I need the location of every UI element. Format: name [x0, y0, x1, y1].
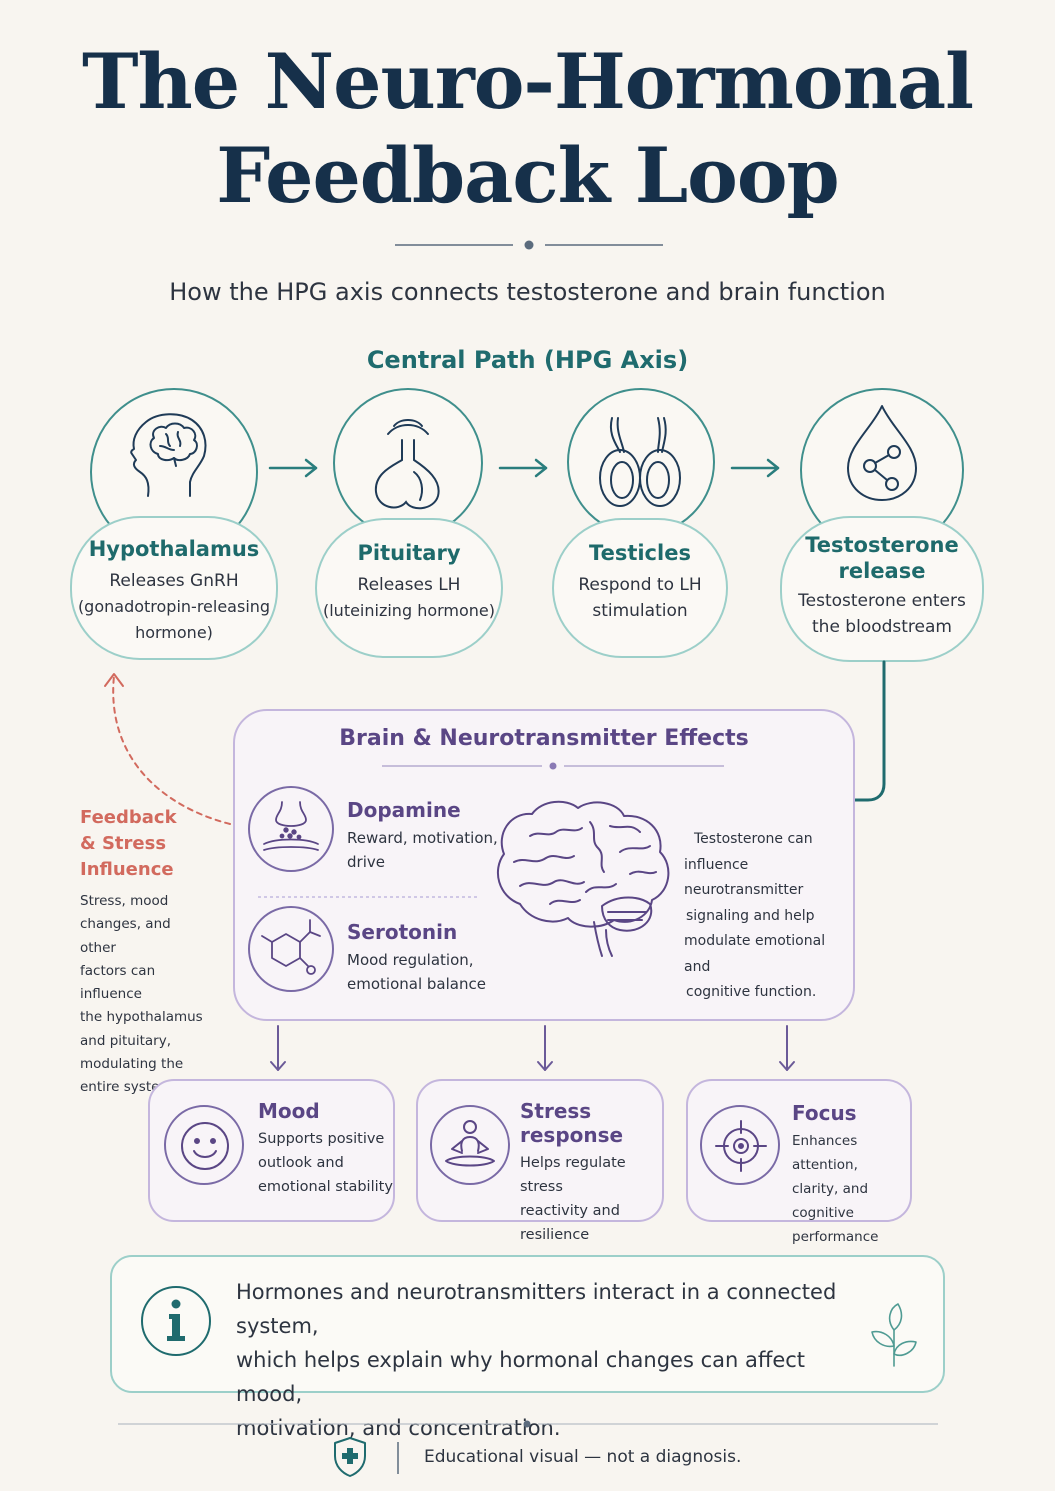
- neurotransmitter-separator: [258, 896, 480, 898]
- neurotransmitter-note: Testosterone can influence neurotransmit…: [684, 831, 826, 1000]
- focus-card: Focus Enhances attention, clarity, and c…: [686, 1079, 912, 1245]
- target-icon: [715, 1120, 767, 1172]
- footer-separator: [397, 1442, 399, 1474]
- title-divider: [395, 240, 663, 250]
- shield-plus-icon: [334, 1437, 366, 1477]
- feedback-title: Feedback & Stress Influence: [80, 807, 177, 880]
- testosterone-name-2: release: [838, 559, 926, 583]
- brain-head-icon: [130, 413, 207, 497]
- serotonin-desc-2: emotional balance: [347, 975, 486, 993]
- page-subtitle: How the HPG axis connects testosterone a…: [169, 278, 886, 306]
- page-title-line2: Feedback Loop: [216, 131, 839, 220]
- serotonin-desc-1: Mood regulation,: [347, 951, 474, 969]
- hypothalamus-desc-3: hormone): [135, 623, 213, 642]
- testicles-desc-1: Respond to LH: [578, 575, 702, 595]
- meditation-icon: [445, 1120, 495, 1167]
- pituitary-gland-icon: [374, 419, 440, 510]
- testicles-icon: [599, 417, 681, 507]
- brain-effects-panel: [233, 709, 855, 1021]
- hypothalamus-card: Hypothalamus Releases GnRH (gonadotropin…: [70, 516, 278, 660]
- hypothalamus-desc-1: Releases GnRH: [109, 571, 239, 591]
- stress-icon-circle: [430, 1105, 510, 1185]
- arrow-down-icon: [779, 1025, 795, 1071]
- mood-name: Mood: [258, 1099, 320, 1123]
- mood-icon-circle: [164, 1105, 244, 1185]
- focus-name: Focus: [792, 1101, 857, 1125]
- arrow-down-icon: [270, 1025, 286, 1071]
- feedback-description: Stress, mood changes, and other factors …: [80, 893, 203, 1096]
- hypothalamus-name: Hypothalamus: [88, 537, 260, 561]
- pituitary-card: Pituitary Releases LH (luteinizing hormo…: [315, 518, 503, 658]
- leaf-icon: [871, 1303, 917, 1367]
- arrow-right-icon: [730, 458, 780, 478]
- arrow-right-icon: [268, 458, 318, 478]
- stress-response-card: Stress response Helps regulate stress re…: [416, 1079, 664, 1243]
- info-icon: [167, 1299, 185, 1341]
- testosterone-name-1: Testosterone: [805, 533, 959, 557]
- effects-title: Brain & Neurotransmitter Effects: [339, 726, 749, 751]
- central-path-title: Central Path (HPG Axis): [366, 346, 689, 374]
- focus-text: Focus Enhances attention, clarity, and c…: [792, 1101, 910, 1249]
- smiley-icon: [181, 1122, 229, 1170]
- info-text: Hormones and neurotransmitters interact …: [236, 1280, 837, 1440]
- arrow-down-icon: [537, 1025, 553, 1071]
- mood-card: Mood Supports positive outlook and emoti…: [148, 1079, 395, 1222]
- footer-divider: [118, 1420, 938, 1428]
- serotonin-name: Serotonin: [347, 920, 458, 944]
- testosterone-card: Testosterone release Testosterone enters…: [780, 516, 984, 662]
- page-title-line1: The Neuro-Hormonal: [82, 37, 974, 126]
- dopamine-icon-circle: [248, 786, 334, 872]
- testicles-name: Testicles: [589, 541, 691, 565]
- serotonin-text: Serotonin Mood regulation, emotional bal…: [347, 920, 486, 996]
- info-callout: [110, 1255, 945, 1393]
- pituitary-desc-2: (luteinizing hormone): [322, 601, 496, 620]
- brain-icon: [496, 800, 670, 957]
- feedback-dashed-arrow: [104, 673, 231, 825]
- synapse-icon: [263, 801, 319, 851]
- arrow-right-icon: [498, 458, 548, 478]
- footer-disclaimer: Educational visual — not a diagnosis.: [424, 1447, 742, 1467]
- hormone-drop-icon: [847, 405, 917, 501]
- pituitary-name: Pituitary: [357, 541, 461, 565]
- mood-text: Mood Supports positive outlook and emoti…: [258, 1099, 393, 1195]
- testicles-card: Testicles Respond to LH stimulation: [552, 518, 728, 658]
- stress-name: Stress response: [520, 1099, 624, 1147]
- testicles-desc-2: stimulation: [592, 601, 688, 621]
- focus-icon-circle: [700, 1105, 780, 1185]
- stress-text: Stress response Helps regulate stress re…: [520, 1099, 662, 1247]
- info-icon-circle: [141, 1286, 211, 1356]
- molecule-icon: [261, 919, 321, 975]
- serotonin-icon-circle: [248, 906, 334, 992]
- testosterone-desc-1: Testosterone enters: [798, 591, 966, 611]
- testosterone-desc-2: the bloodstream: [812, 617, 952, 637]
- dopamine-desc-2: drive: [347, 853, 385, 871]
- effects-divider: [382, 762, 724, 770]
- pituitary-desc-1: Releases LH: [357, 575, 461, 595]
- hypothalamus-desc-2: (gonadotropin-releasing: [77, 597, 271, 616]
- dopamine-text: Dopamine Reward, motivation, drive: [347, 798, 498, 874]
- dopamine-name: Dopamine: [347, 798, 461, 822]
- dopamine-desc-1: Reward, motivation,: [347, 829, 498, 847]
